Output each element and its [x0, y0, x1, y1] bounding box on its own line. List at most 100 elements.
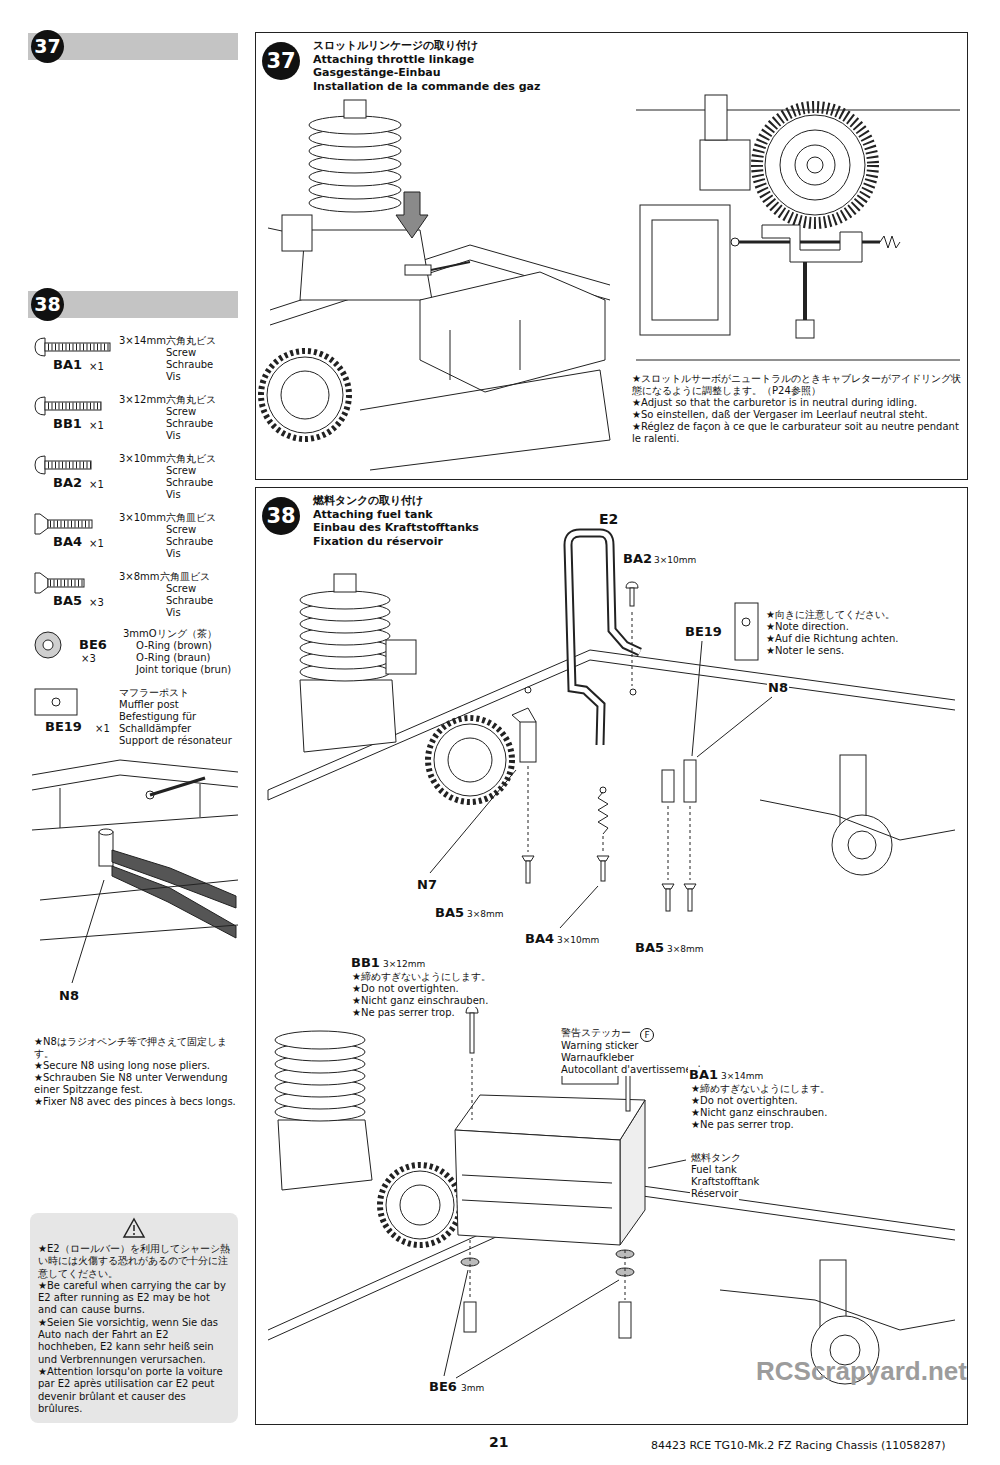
fuel-tank-mount-illustration — [692, 641, 702, 756]
fuel-tank-mount-illustration — [720, 1290, 955, 1330]
step-title: Attaching throttle linkage — [313, 53, 540, 67]
note-text: 3×14mm — [720, 1071, 764, 1082]
note-text: 3×10mm六角皿ビス — [118, 512, 217, 524]
fuel-tank-mount-illustration — [560, 886, 598, 928]
note-text: ★Do not overtighten. — [351, 983, 460, 995]
note-text: ×1 — [88, 420, 105, 432]
throttle-linkage-illustration — [281, 371, 329, 419]
parts-icons — [45, 402, 101, 410]
part-label: BA4 — [524, 931, 555, 947]
note-text: ★スロットルサーボがニュートラルのときキャブレターがアイドリング状態になるように… — [632, 373, 962, 397]
fuel-tank-mount-illustration — [268, 533, 955, 1384]
throttle-linkage-illustration — [261, 351, 349, 439]
fuel-tank-mount-illustration — [832, 815, 892, 875]
warning-text: ★Seien Sie vorsichtig, wenn Sie das Auto… — [38, 1317, 230, 1366]
fuel-tank-mount-illustration — [526, 861, 530, 883]
fuel-tank-mount-illustration — [278, 1120, 372, 1190]
throttle-linkage-illustration — [731, 238, 739, 246]
note-text: Vis — [165, 607, 182, 619]
fuel-tank-mount-illustration — [300, 591, 390, 609]
note-text: ×1 — [88, 361, 105, 373]
fuel-tank-mount-illustration — [625, 1250, 626, 1300]
fuel-tank-mount-illustration — [522, 856, 534, 861]
note-text: ×3 — [88, 597, 105, 609]
throttle-linkage-illustration — [431, 262, 470, 270]
fuel-tank-mount-illustration — [466, 1006, 478, 1013]
note-text: 3×8mm — [466, 909, 505, 920]
step-panel: スロットルリンケージの取り付けAttaching throttle linkag… — [255, 32, 968, 480]
part-label: BA5 — [434, 905, 465, 921]
step-title: Fixation du réservoir — [313, 535, 479, 549]
pliers-illustration — [40, 880, 238, 940]
step-title: 燃料タンクの取り付け — [313, 494, 479, 508]
throttle-linkage-illustration — [807, 157, 823, 173]
step-number: 37 — [262, 42, 300, 80]
parts-icons — [48, 579, 84, 587]
fuel-tank-mount-illustration — [630, 588, 634, 606]
note-text: ★Réglez de façon à ce que le carburateur… — [632, 421, 962, 445]
pliers-illustration — [32, 760, 238, 775]
note-text: ×1 — [94, 723, 111, 735]
note-text: Schraube — [165, 477, 214, 489]
note-text: ★Fixer N8 avec des pinces à becs longs. — [33, 1096, 240, 1108]
throttle-linkage-illustration — [344, 100, 366, 118]
note-text: 3×10mm六角丸ビス — [118, 453, 217, 465]
fuel-tank-mount-illustration — [684, 760, 696, 802]
note-text: Screw — [165, 524, 197, 536]
part-label: BA2 — [622, 551, 653, 567]
part-label: BE19 — [684, 624, 723, 640]
fuel-tank-mount-illustration — [690, 806, 691, 880]
note-text: ★Secure N8 using long nose pliers. — [33, 1060, 240, 1072]
part-label: N7 — [416, 877, 438, 893]
fuel-tank-mount-illustration — [456, 1280, 619, 1378]
fuel-tank-mount-illustration — [464, 1302, 476, 1332]
note-text: ★Adjust so that the carburetor is in neu… — [632, 397, 962, 409]
note-text: O-Ring (braun) — [135, 652, 211, 664]
fuel-tank-mount-illustration — [470, 1240, 471, 1300]
note-text: 3×12mm — [382, 959, 426, 970]
fuel-tank-mount-illustration — [848, 831, 876, 859]
throttle-linkage-illustration — [796, 320, 814, 338]
note-text: ★Ne pas serrer trop. — [690, 1119, 795, 1131]
fuel-tank-mount-illustration — [684, 884, 696, 889]
throttle-linkage-illustration — [762, 225, 862, 262]
step-heading: スロットルリンケージの取り付けAttaching throttle linkag… — [313, 39, 540, 93]
part-label: BB1 — [350, 955, 381, 971]
fuel-tank-mount-illustration — [444, 1270, 468, 1376]
sticker-mark: F — [640, 1028, 654, 1042]
throttle-linkage-illustration — [700, 140, 750, 190]
note-text: ★Auf die Richtung achten. — [765, 633, 900, 645]
note-text: Vis — [165, 371, 182, 383]
fuel-tank-mount-illustration — [662, 770, 674, 802]
throttle-linkage-illustration — [652, 220, 718, 320]
pliers-illustration — [60, 784, 200, 828]
fuel-tank-mount-illustration — [648, 1160, 686, 1168]
fuel-tank-mount-illustration — [697, 697, 772, 757]
throttle-linkage-illustration — [757, 107, 873, 223]
note-text: Screw — [165, 406, 197, 418]
step-notes: ★スロットルサーボがニュートラルのときキャブレターがアイドリング状態になるように… — [632, 373, 962, 445]
note-text: ★Note direction. — [765, 621, 850, 633]
warning-text: ★Be careful when carrying the car by E2 … — [38, 1280, 230, 1317]
parts-icons — [35, 573, 48, 593]
warning-text: ★E2（ロールバー）を利用してシャーシ熱い時には火傷する恐れがあるので十分に注意… — [38, 1243, 230, 1280]
part-label: 21 — [488, 1434, 509, 1451]
note-text: Vis — [165, 430, 182, 442]
pliers-illustration — [32, 760, 238, 983]
fuel-tank-mount-illustration — [430, 770, 516, 873]
fuel-tank-mount-illustration — [626, 1073, 630, 1111]
note-text: 84423 RCE TG10-Mk.2 FZ Racing Chassis (1… — [650, 1439, 947, 1452]
pliers-illustration — [112, 866, 236, 938]
throttle-linkage-illustration — [636, 110, 960, 380]
part-label: BA1 — [688, 1067, 719, 1083]
note-text: ×1 — [88, 479, 105, 491]
throttle-linkage-illustration — [396, 192, 428, 238]
note-text: Schraube — [165, 595, 214, 607]
throttle-linkage-illustration — [360, 370, 610, 470]
note-text: ★Schrauben Sie N8 unter Verwendung einer… — [33, 1072, 240, 1096]
fuel-tank-mount-illustration — [668, 806, 669, 880]
fuel-tank-mount-illustration — [632, 612, 633, 686]
step-title: Einbau des Kraftstofftanks — [313, 521, 479, 535]
part-label: N8 — [767, 680, 789, 696]
note-text: ★締めすぎないようにします。 — [351, 971, 492, 983]
